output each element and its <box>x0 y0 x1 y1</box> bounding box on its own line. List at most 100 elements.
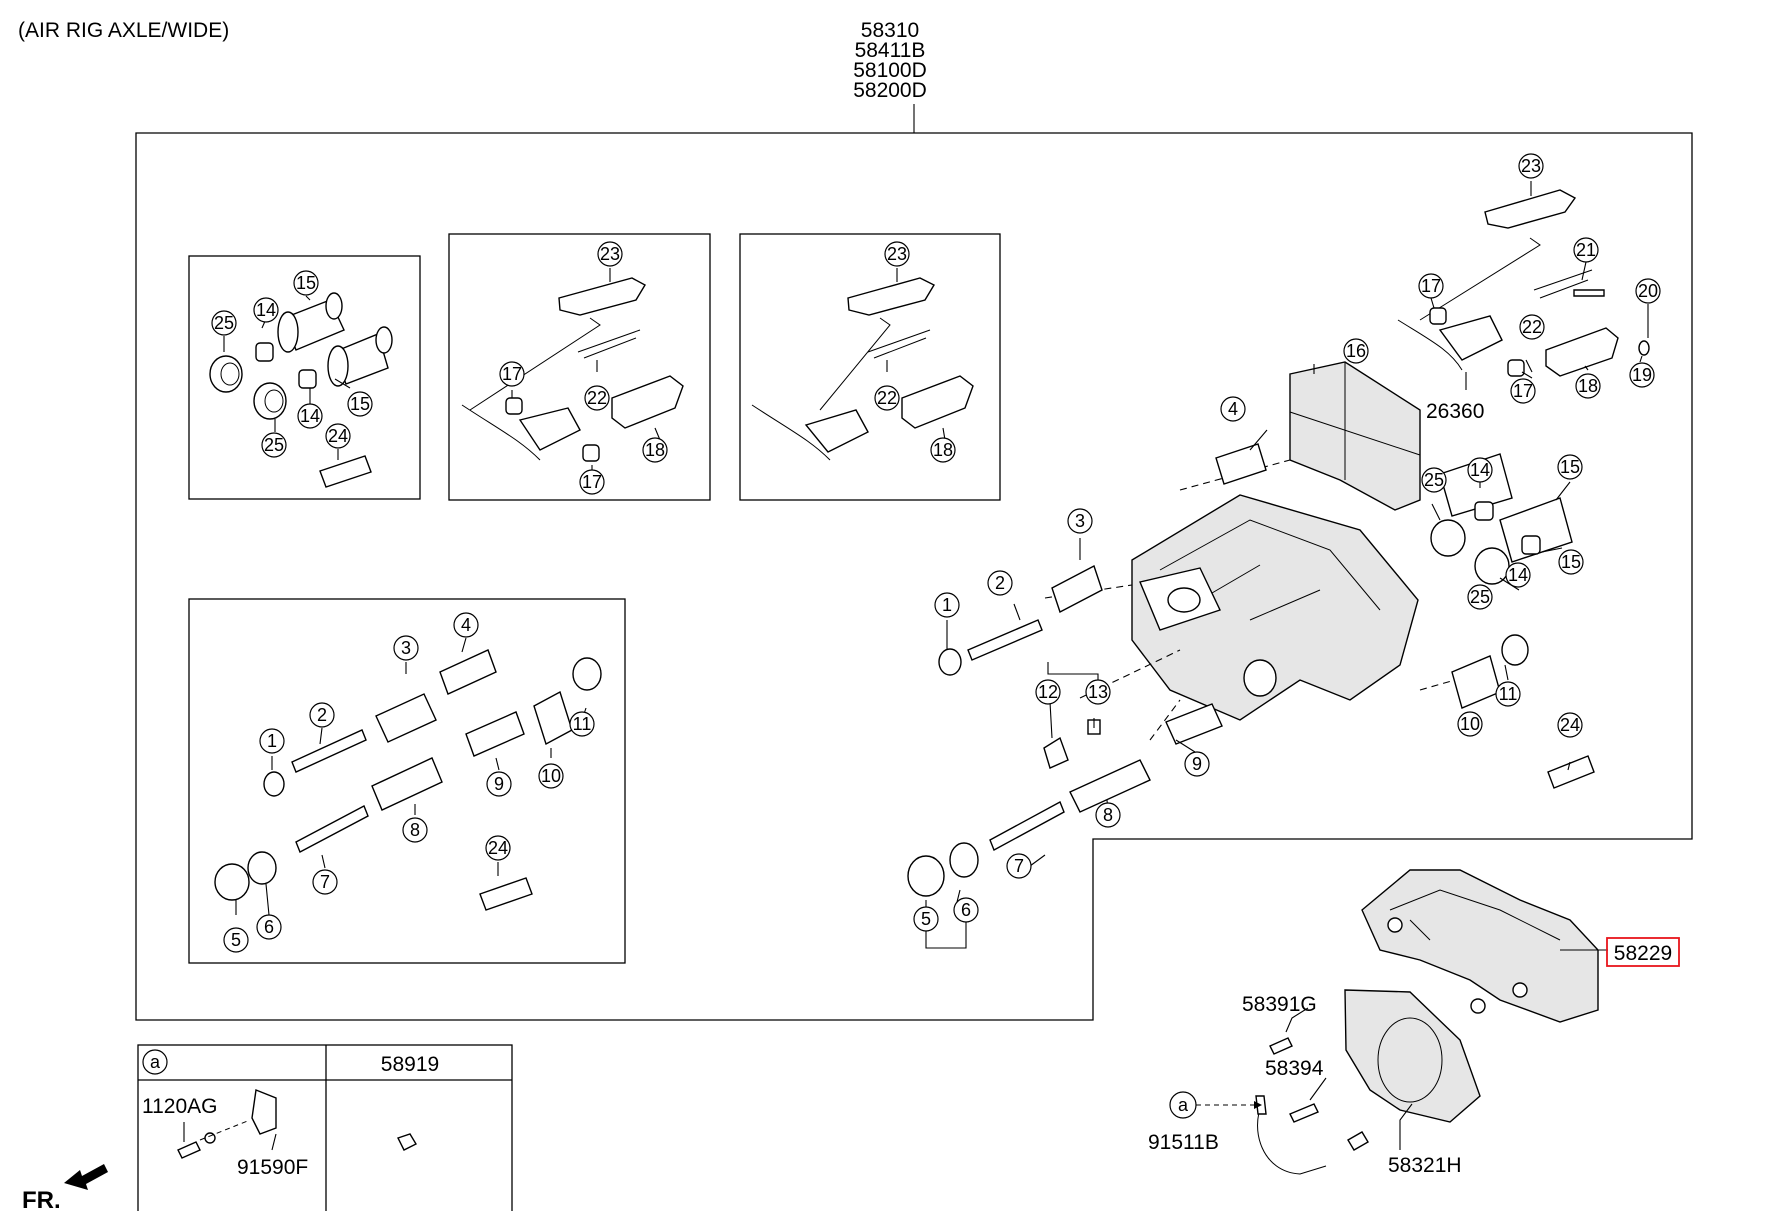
callout-number: 5 <box>231 930 241 950</box>
callout-9[interactable]: 9 <box>1184 751 1210 777</box>
part-number-inset-bolt[interactable]: 1120AG <box>142 1095 218 1118</box>
callout-19[interactable]: 19 <box>1629 362 1655 388</box>
callout-20[interactable]: 20 <box>1635 278 1661 304</box>
bushing <box>298 369 317 389</box>
part-number-pad-kit[interactable]: 26360 <box>1426 400 1484 423</box>
callout-14[interactable]: 14 <box>1467 457 1493 483</box>
callout-3[interactable]: 3 <box>1067 508 1093 534</box>
callout-18[interactable]: 18 <box>1575 373 1601 399</box>
callout-25[interactable]: 25 <box>1467 584 1493 610</box>
callout-1[interactable]: 1 <box>934 592 960 618</box>
callout-13[interactable]: 13 <box>1085 679 1111 705</box>
callout-number: 23 <box>600 244 620 264</box>
callout-6[interactable]: 6 <box>256 914 282 940</box>
callout-14[interactable]: 14 <box>253 297 279 323</box>
callout-10[interactable]: 10 <box>1457 711 1483 737</box>
callout-23[interactable]: 23 <box>884 241 910 267</box>
callout-number: 1 <box>267 731 277 751</box>
callout-2[interactable]: 2 <box>987 570 1013 596</box>
callout-8[interactable]: 8 <box>402 817 428 843</box>
callout-15[interactable]: 15 <box>1557 454 1583 480</box>
callout-24[interactable]: 24 <box>485 835 511 861</box>
boot-part <box>1499 497 1573 563</box>
sleeve <box>439 649 497 695</box>
bolt <box>1573 289 1605 297</box>
callout-22[interactable]: 22 <box>874 385 900 411</box>
callout-8[interactable]: 8 <box>1095 802 1121 828</box>
callout-23[interactable]: 23 <box>597 241 623 267</box>
callout-2[interactable]: 2 <box>309 702 335 728</box>
callout-25[interactable]: 25 <box>211 310 237 336</box>
part-number-dust-plate[interactable]: 58321H <box>1388 1154 1462 1177</box>
callout-15[interactable]: 15 <box>293 270 319 296</box>
callout-18[interactable]: 18 <box>930 437 956 463</box>
callout-5[interactable]: 5 <box>913 906 939 932</box>
callout-17[interactable]: 17 <box>499 361 525 387</box>
nut <box>1470 998 1486 1014</box>
bolt <box>1289 1103 1319 1123</box>
callout-23[interactable]: 23 <box>1518 153 1544 179</box>
callout-18[interactable]: 18 <box>642 437 668 463</box>
bushing <box>1507 359 1525 377</box>
assembly-number-3[interactable]: 58100D <box>853 59 927 82</box>
callout-number: 21 <box>1576 240 1596 260</box>
part-number-inset-clip[interactable]: 91590F <box>237 1156 308 1179</box>
o-ring <box>938 648 962 676</box>
part-number-plate-bolt[interactable]: 58394 <box>1265 1057 1324 1080</box>
callout-16[interactable]: 16 <box>1343 338 1369 364</box>
callout-6[interactable]: 6 <box>953 897 979 923</box>
callout-4[interactable]: 4 <box>453 612 479 638</box>
callout-22[interactable]: 22 <box>1519 314 1545 340</box>
callout-11[interactable]: 11 <box>569 711 595 737</box>
callout-3[interactable]: 3 <box>393 635 419 661</box>
part-number-58229[interactable]: 58229 <box>1614 942 1672 965</box>
callout-number: 15 <box>296 273 316 293</box>
callout-4[interactable]: 4 <box>1220 396 1246 422</box>
callout-10[interactable]: 10 <box>538 763 564 789</box>
callout-12[interactable]: 12 <box>1035 679 1061 705</box>
assembly-number-4[interactable]: 58200D <box>853 79 927 102</box>
callout-14[interactable]: 14 <box>297 403 323 429</box>
piston-port <box>1243 659 1277 697</box>
callout-17[interactable]: 17 <box>579 469 605 495</box>
connector <box>1347 1131 1369 1151</box>
callout-number: 11 <box>1499 684 1518 704</box>
callout-14[interactable]: 14 <box>1505 562 1531 588</box>
callout-9[interactable]: 9 <box>486 771 512 797</box>
callout-7[interactable]: 7 <box>1006 853 1032 879</box>
callout-17[interactable]: 17 <box>1418 273 1444 299</box>
seal-ring <box>214 863 250 901</box>
inset-col-header[interactable]: 58919 <box>381 1053 439 1076</box>
guide-pin <box>371 757 443 811</box>
callout-25[interactable]: 25 <box>1421 467 1447 493</box>
callout-7[interactable]: 7 <box>312 869 338 895</box>
assembly-number-2[interactable]: 58411B <box>855 39 926 62</box>
assembly-number-1[interactable]: 58310 <box>861 19 919 42</box>
piston <box>1051 564 1103 614</box>
callout-number: 22 <box>1522 317 1542 337</box>
callout-number: 5 <box>921 909 931 929</box>
callout-24[interactable]: 24 <box>325 423 351 449</box>
callout-15[interactable]: 15 <box>1558 549 1584 575</box>
callout-number: 25 <box>264 435 284 455</box>
bolt <box>989 801 1065 851</box>
callout-17[interactable]: 17 <box>1510 378 1536 404</box>
caliper-bracket <box>1361 869 1599 1023</box>
part-number-bracket-bolt[interactable]: 58391G <box>1242 993 1317 1016</box>
callout-5[interactable]: 5 <box>223 927 249 953</box>
part-number-sensor[interactable]: 91511B <box>1148 1131 1219 1154</box>
kit-box-retainer-sensor <box>448 233 711 501</box>
callout-15[interactable]: 15 <box>347 391 373 417</box>
callout-21[interactable]: 21 <box>1573 237 1599 263</box>
callout-number: 14 <box>1508 565 1528 585</box>
pad-spring <box>611 375 684 429</box>
callout-11[interactable]: 11 <box>1495 681 1521 707</box>
callout-number: 17 <box>582 472 602 492</box>
callout-24[interactable]: 24 <box>1557 712 1583 738</box>
callout-22[interactable]: 22 <box>584 385 610 411</box>
callout-1[interactable]: 1 <box>259 728 285 754</box>
callout-number: 10 <box>541 766 561 786</box>
callout-number: 3 <box>401 638 411 658</box>
callout-25[interactable]: 25 <box>261 432 287 458</box>
